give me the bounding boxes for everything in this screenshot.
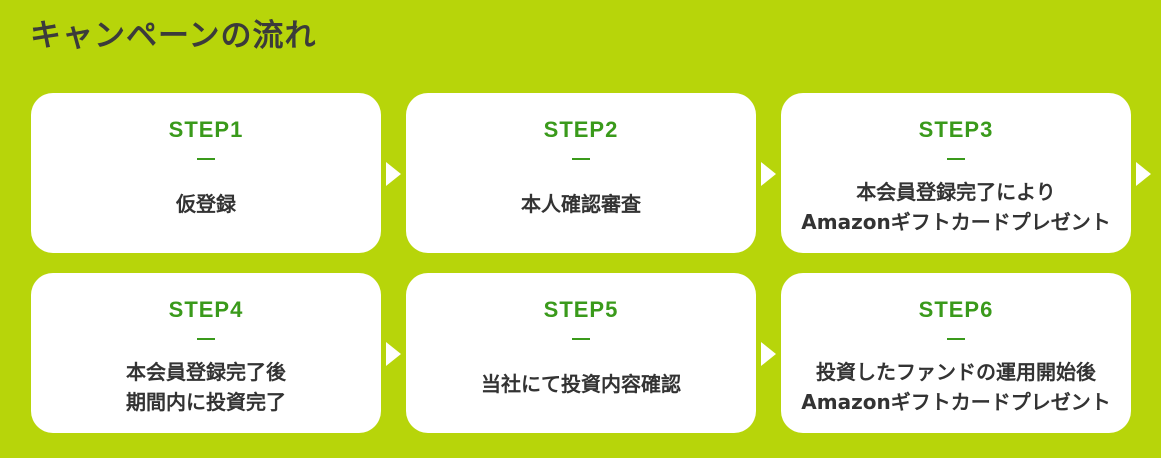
step-label: STEP5	[543, 297, 619, 322]
step-description: 本会員登録完了により Amazonギフトカードプレゼント	[781, 177, 1131, 237]
step-label: STEP6	[918, 297, 994, 322]
step-card-2: STEP2 本人確認審査	[406, 93, 756, 253]
step-description: 投資したファンドの運用開始後 Amazonギフトカードプレゼント	[781, 357, 1131, 417]
step-description-line: 本会員登録完了後	[126, 360, 286, 384]
divider	[947, 338, 965, 340]
arrow-right-icon	[386, 342, 401, 366]
step-description: 本会員登録完了後 期間内に投資完了	[31, 357, 381, 417]
divider	[197, 158, 215, 160]
step-card-6: STEP6 投資したファンドの運用開始後 Amazonギフトカードプレゼント	[781, 273, 1131, 433]
step-label: STEP1	[168, 117, 244, 142]
arrow-right-icon	[1136, 162, 1151, 186]
page-title: キャンペーンの流れ	[30, 18, 317, 54]
step-card-3: STEP3 本会員登録完了により Amazonギフトカードプレゼント	[781, 93, 1131, 253]
arrow-right-icon	[761, 342, 776, 366]
step-label: STEP4	[168, 297, 244, 322]
divider	[572, 338, 590, 340]
step-description-line: 本会員登録完了により	[856, 180, 1056, 204]
divider	[572, 158, 590, 160]
step-description: 仮登録	[31, 189, 381, 219]
step-description-line: 投資したファンドの運用開始後	[816, 360, 1096, 384]
step-description-line: 仮登録	[176, 192, 236, 216]
arrow-right-icon	[761, 162, 776, 186]
step-description-line: 本人確認審査	[521, 192, 641, 216]
step-label: STEP3	[918, 117, 994, 142]
step-label: STEP2	[543, 117, 619, 142]
step-description: 本人確認審査	[406, 189, 756, 219]
step-card-4: STEP4 本会員登録完了後 期間内に投資完了	[31, 273, 381, 433]
step-card-5: STEP5 当社にて投資内容確認	[406, 273, 756, 433]
divider	[197, 338, 215, 340]
step-description-line: Amazonギフトカードプレゼント	[801, 210, 1111, 234]
arrow-right-icon	[386, 162, 401, 186]
step-description-line: 当社にて投資内容確認	[481, 372, 681, 396]
step-description-line: Amazonギフトカードプレゼント	[801, 390, 1111, 414]
campaign-steps: STEP1 仮登録 STEP2 本人確認審査 STEP3 本会員登録完了により …	[31, 93, 1151, 433]
divider	[947, 158, 965, 160]
step-description-line: 期間内に投資完了	[126, 390, 286, 414]
step-description: 当社にて投資内容確認	[406, 369, 756, 399]
step-card-1: STEP1 仮登録	[31, 93, 381, 253]
